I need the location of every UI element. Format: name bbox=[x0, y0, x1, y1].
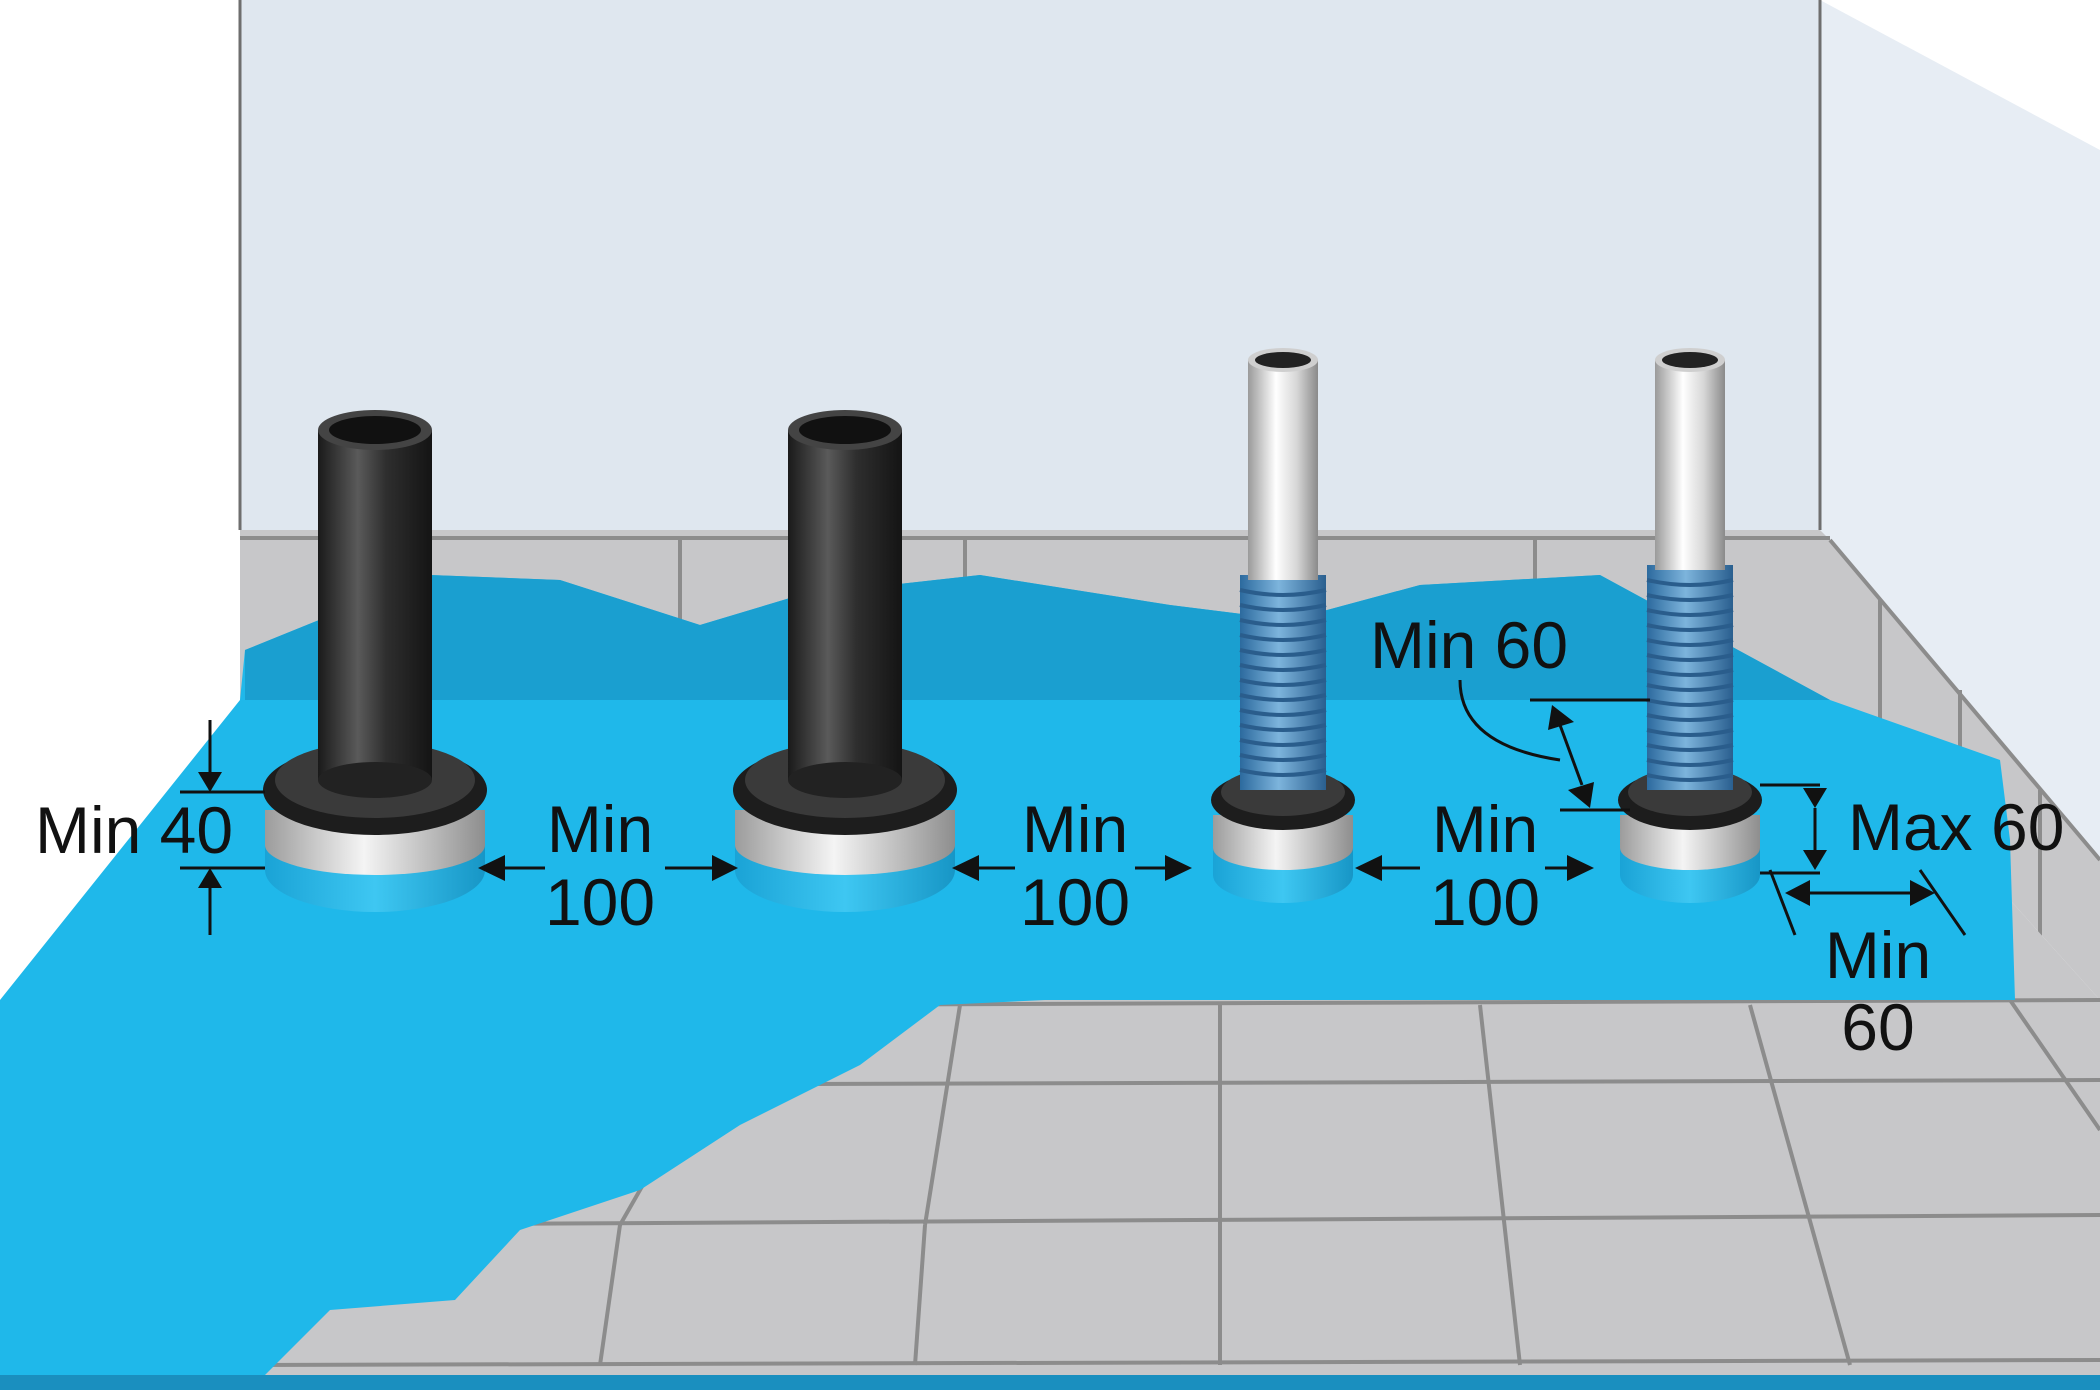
back-wall bbox=[240, 0, 1820, 530]
label-spacing-1-bottom: 100 bbox=[545, 865, 655, 939]
pipe-1-black bbox=[263, 410, 487, 912]
dimension-collar-height bbox=[180, 720, 265, 935]
dimension-edge-distance bbox=[1768, 869, 1967, 936]
label-spacing-3-top: Min bbox=[1432, 792, 1538, 866]
label-spacing-2-top: Min bbox=[1022, 792, 1128, 866]
pipe-4-corrugated bbox=[1618, 348, 1762, 903]
pipe-2-black bbox=[733, 410, 957, 912]
side-wall bbox=[1820, 0, 2100, 980]
membrane-bottom-edge bbox=[0, 1375, 2100, 1390]
dimension-pipe-clearance bbox=[1458, 679, 1650, 812]
label-spacing-2-bottom: 100 bbox=[1020, 865, 1130, 939]
pipe-3-corrugated bbox=[1211, 348, 1355, 903]
label-edge-top: Min bbox=[1825, 918, 1931, 992]
membrane-upturn bbox=[245, 575, 1830, 700]
tile-grout bbox=[1828, 538, 2100, 862]
label-edge-bottom: 60 bbox=[1841, 990, 1914, 1064]
dimension-spacing-3 bbox=[1355, 855, 1594, 881]
membrane-sheet bbox=[0, 575, 2015, 1375]
dimension-spacing-1 bbox=[478, 855, 738, 881]
label-spacing-3-bottom: 100 bbox=[1430, 865, 1540, 939]
label-spacing-1-top: Min bbox=[547, 792, 653, 866]
label-pipe-clearance: Min 60 bbox=[1370, 608, 1568, 682]
dimension-max-height bbox=[1760, 783, 1827, 875]
dimension-spacing-2 bbox=[952, 855, 1192, 881]
label-max-height: Max 60 bbox=[1848, 790, 2064, 864]
label-collar-height: Min 40 bbox=[35, 793, 233, 867]
